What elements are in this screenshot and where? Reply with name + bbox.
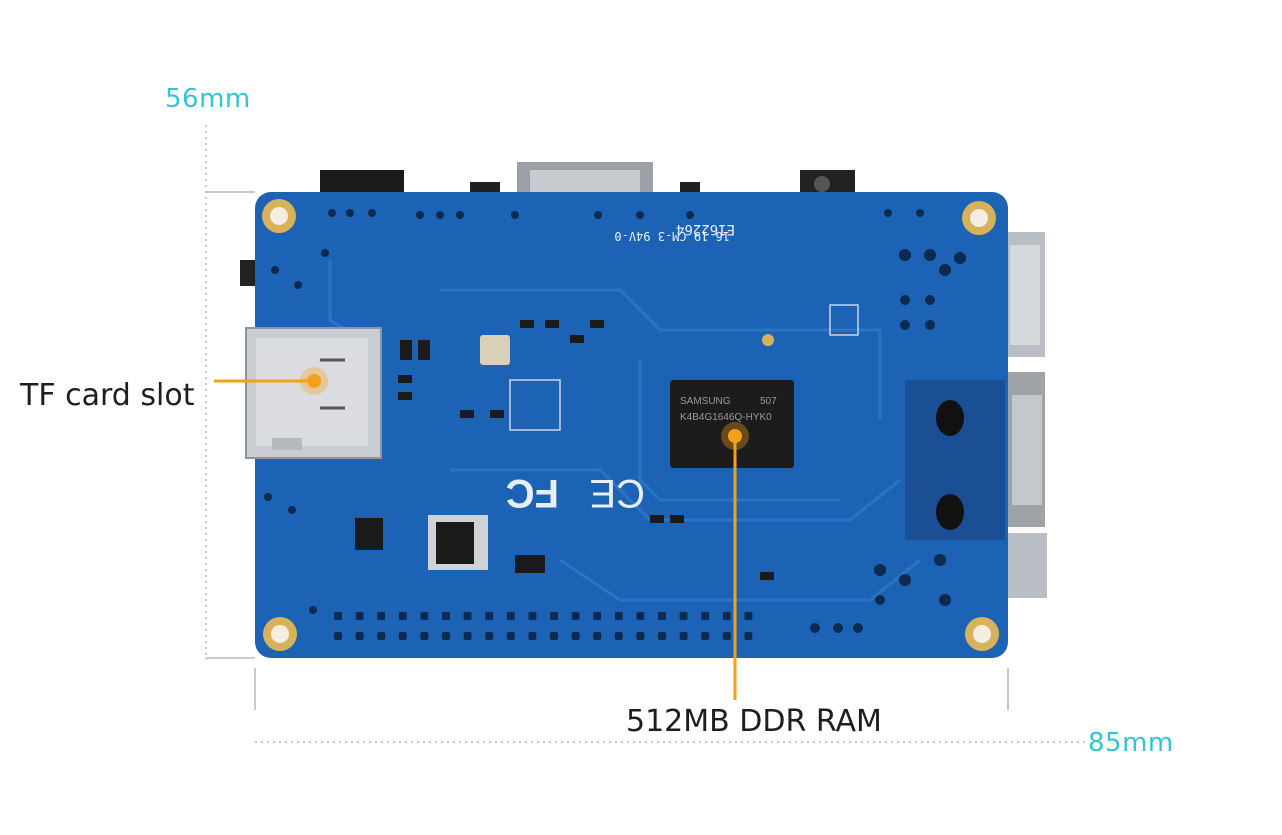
gpio-pin <box>550 632 558 640</box>
gpio-pin <box>377 612 386 620</box>
ram-callout <box>721 422 749 700</box>
gpio-pin <box>463 632 472 640</box>
gpio-pin <box>614 612 623 620</box>
vias <box>264 209 966 633</box>
silk-id: E162264 <box>676 221 735 237</box>
width-dimension-label: 85mm <box>1088 728 1174 758</box>
width-dimension-line <box>254 668 1085 743</box>
mounting-holes <box>262 199 999 651</box>
silkscreen: E162264 16 19 CM-3 94V-0 FC CE <box>506 221 735 515</box>
gpio-pin <box>463 612 472 620</box>
gpio-pin <box>485 612 494 620</box>
gpio-pin <box>442 612 450 620</box>
ram-chip: SAMSUNG 507 K4B4G1646Q-HYK0 <box>670 380 794 468</box>
tf-card-callout <box>214 367 328 395</box>
gpio-pin <box>701 632 710 640</box>
gpio-pin <box>528 612 537 620</box>
gpio-pin <box>636 632 645 640</box>
gpio-pin <box>636 612 645 620</box>
gpio-pin <box>377 632 386 640</box>
gpio-pin <box>334 612 342 620</box>
right-connectors <box>1005 232 1047 598</box>
fc-mark: FC <box>506 471 559 515</box>
gpio-pin <box>334 632 342 640</box>
smd-components <box>355 304 859 580</box>
tf-card-slot <box>245 327 382 459</box>
gpio-pin <box>744 612 753 620</box>
ram-chip-part: K4B4G1646Q-HYK0 <box>680 412 772 423</box>
tf-card-slot-label: TF card slot <box>20 378 195 413</box>
gpio-pin <box>485 632 494 640</box>
gpio-pin <box>658 612 666 620</box>
gpio-pin <box>722 632 731 640</box>
gpio-pin <box>701 612 710 620</box>
gpio-pin <box>420 632 429 640</box>
gpio-pin <box>420 612 429 620</box>
gpio-pin <box>355 632 364 640</box>
ram-chip-code: 507 <box>760 396 777 407</box>
gpio-pin <box>571 612 580 620</box>
gpio-pin <box>442 632 450 640</box>
gpio-pin <box>550 612 558 620</box>
gpio-pin <box>722 612 731 620</box>
ram-chip-brand: SAMSUNG <box>680 396 731 407</box>
gpio-pin <box>593 632 602 640</box>
gpio-pin <box>528 632 537 640</box>
gpio-pin <box>398 612 407 620</box>
ce-mark: CE <box>589 471 645 515</box>
gpio-pin <box>679 632 688 640</box>
gpio-pin <box>679 612 688 620</box>
height-dimension-line <box>205 125 255 660</box>
gpio-pin <box>571 632 580 640</box>
height-dimension-label: 56mm <box>165 84 251 114</box>
gpio-pin <box>355 612 364 620</box>
left-connector <box>240 260 258 286</box>
gpio-pin <box>658 632 666 640</box>
gpio-header <box>334 612 753 640</box>
gpio-pin <box>506 632 515 640</box>
ram-label: 512MB DDR RAM <box>626 704 882 739</box>
pcb-traces <box>328 260 921 602</box>
gpio-pin <box>506 612 515 620</box>
gpio-pin <box>744 632 753 640</box>
gpio-pin <box>398 632 407 640</box>
silk-line2: 16 19 CM-3 94V-0 <box>614 229 730 243</box>
gpio-pin <box>614 632 623 640</box>
gpio-pin <box>593 612 602 620</box>
